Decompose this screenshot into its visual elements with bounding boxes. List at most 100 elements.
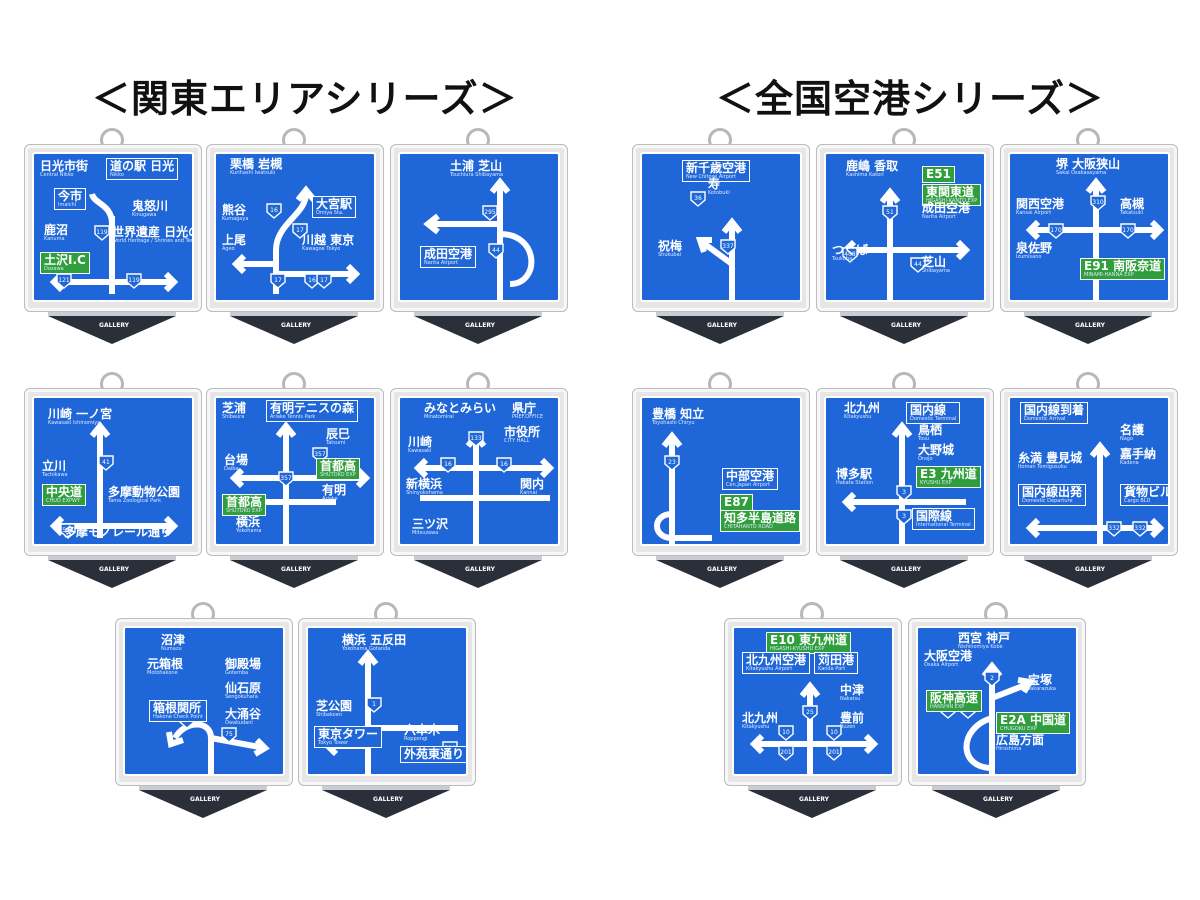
destination-en: Domestic Departure xyxy=(1022,497,1073,504)
destination-en: Tachikawa xyxy=(42,471,68,478)
destination-en: Imaichi xyxy=(58,201,77,208)
acrylic-stand-base: GALLERY xyxy=(744,784,880,820)
destination-en: Toyohashi Chiryu xyxy=(652,419,695,426)
acrylic-stand-base: GALLERY xyxy=(44,310,180,346)
destination-en: Yokohama xyxy=(236,527,262,534)
destination-jp: 中部空港 xyxy=(726,469,775,483)
destination-en: Ariake xyxy=(322,495,338,502)
destination-en: Shinyokohama xyxy=(406,489,443,496)
route-shield-0: 16 xyxy=(266,203,282,219)
destination-jp: 国内線出発 xyxy=(1022,485,1083,499)
route-shield-4: 17 xyxy=(316,273,332,289)
destination-en: Dozawa xyxy=(44,265,64,272)
route-shield-0: 332 xyxy=(1106,521,1122,537)
route-shield-1: 357 xyxy=(278,471,294,487)
svg-text:310: 310 xyxy=(1092,199,1104,206)
destination-jp: 博多駅 xyxy=(836,467,873,481)
route-shield-1: 17 xyxy=(292,223,308,239)
destination-jp: 北九州空港 xyxy=(746,653,807,667)
svg-text:357: 357 xyxy=(280,475,292,482)
destination-jp: 豊前 xyxy=(840,711,865,725)
destination-jp: 大宮駅 xyxy=(316,197,353,211)
destination-jp: 箱根関所 xyxy=(153,701,202,715)
route-shield-1: 44 xyxy=(488,243,504,259)
airport-series-title: ＜全国空港シリーズ＞ xyxy=(716,77,1105,121)
destination-jp: 御殿場 xyxy=(225,657,262,671)
destination-en: Numazu xyxy=(161,645,182,652)
acrylic-stand-base: GALLERY xyxy=(652,554,788,590)
gallery-logo: GALLERY xyxy=(465,322,496,329)
svg-text:332: 332 xyxy=(1134,525,1146,532)
destination-jp: 有明 xyxy=(322,483,347,497)
svg-text:10: 10 xyxy=(830,729,838,736)
gallery-logo: GALLERY xyxy=(281,566,312,573)
destination-en: Cen.Japan Airport xyxy=(726,481,770,488)
gallery-logo: GALLERY xyxy=(373,796,404,803)
destination-en: Takatsuki xyxy=(1120,209,1144,216)
destination-en: International Terminal xyxy=(916,521,971,528)
route-shield-2: 119 xyxy=(126,273,142,289)
destination-jp: E51 xyxy=(926,167,951,181)
acrylic-stand-base: GALLERY xyxy=(226,310,362,346)
destination-jp: 芝浦 xyxy=(222,401,247,415)
acrylic-stand-base: GALLERY xyxy=(44,554,180,590)
route-shield-1: 337 xyxy=(720,239,736,255)
road-arrows xyxy=(49,192,179,294)
destination-jp: 大野城 xyxy=(918,443,955,457)
destination-jp: 県庁 xyxy=(512,401,537,415)
gallery-logo: GALLERY xyxy=(891,566,922,573)
destination-jp: 寿 xyxy=(708,177,721,191)
road-arrows xyxy=(749,681,879,774)
destination-en: Kinugawa xyxy=(132,211,157,218)
acrylic-stand-base: GALLERY xyxy=(135,784,271,820)
road-diagram: 332 332 xyxy=(1025,441,1165,544)
destination-jp: 川越 東京 xyxy=(302,233,355,247)
destination-en: Kurihashi Iwatsuki xyxy=(230,169,276,176)
svg-text:337: 337 xyxy=(722,243,734,250)
svg-text:170: 170 xyxy=(1050,227,1062,234)
svg-text:25: 25 xyxy=(806,709,814,716)
destination-jp: つくば xyxy=(832,243,869,257)
destination-jp: 川崎 xyxy=(408,435,433,449)
kanto-keychain-7[interactable]: 175沼津Numazu元箱根Motohakone御殿場Gotemba仙石原Sen… xyxy=(115,602,293,822)
destination-jp: 国内線 xyxy=(910,403,947,417)
svg-text:23: 23 xyxy=(668,459,676,466)
